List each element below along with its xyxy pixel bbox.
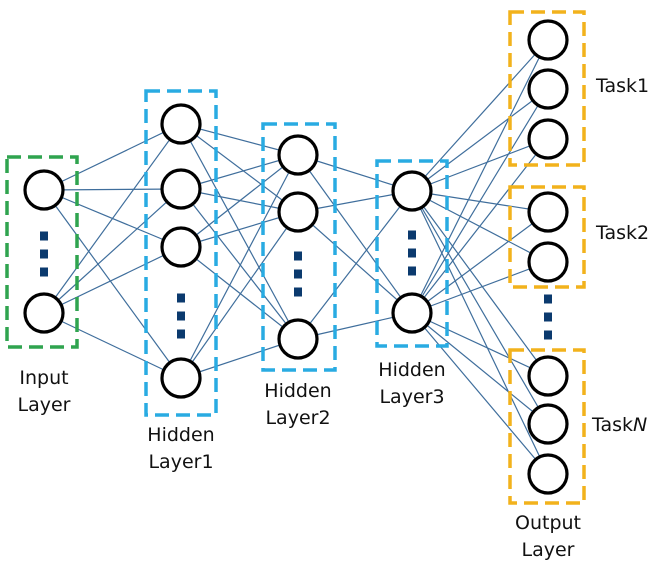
connection-input-1-to-hidden1-3	[43, 312, 182, 379]
hidden3-neuron-1	[391, 170, 433, 212]
output-layer-label-line1: Output	[515, 512, 581, 534]
task2-label-suffix: 2	[637, 222, 649, 244]
connection-hidden3-0-to-output-7	[411, 190, 549, 475]
output-neuron-8	[527, 453, 569, 495]
ellipsis-dot-1-3	[40, 267, 48, 277]
task1-label-prefix: Task	[595, 75, 637, 97]
ellipsis-dot-3-2	[294, 269, 302, 279]
ellipsis-dot-4-3	[408, 266, 416, 276]
connection-hidden2-2-to-hidden3-0	[297, 190, 413, 340]
ellipsis-dot-5-1	[544, 294, 552, 304]
connection-hidden1-3-to-hidden2-0	[180, 154, 299, 379]
connection-input-0-to-hidden1-3	[43, 189, 182, 379]
task2-label: Task2	[595, 222, 649, 244]
connection-hidden1-3-to-hidden2-1	[180, 211, 299, 379]
connection-hidden1-0-to-hidden2-1	[180, 123, 299, 213]
ellipsis-dot-2-2	[177, 311, 185, 321]
input-layer-box	[5, 155, 79, 349]
input-neuron-2	[23, 292, 65, 334]
connection-hidden3-1-to-output-5	[411, 312, 549, 377]
connection-hidden3-1-to-output-1	[411, 88, 549, 314]
taskN-label: TaskN	[591, 414, 647, 436]
connection-hidden3-0-to-output-6	[411, 190, 549, 425]
taskN-label-suffix: N	[633, 414, 647, 436]
connection-hidden3-1-to-output-7	[411, 312, 549, 475]
output-layer-label-line2: Layer	[522, 539, 575, 561]
connection-hidden2-1-to-hidden3-1	[297, 211, 413, 314]
connection-hidden3-0-to-output-2	[411, 138, 549, 192]
connection-hidden3-0-to-output-1	[411, 88, 549, 192]
output-neuron-2	[527, 68, 569, 110]
input-layer-label-line2: Layer	[18, 394, 71, 416]
connection-input-0-to-hidden1-1	[43, 188, 182, 191]
connection-hidden1-0-to-hidden2-2	[180, 123, 299, 340]
connection-hidden1-2-to-hidden2-2	[180, 246, 299, 340]
taskN-output-box	[508, 348, 586, 505]
connection-hidden3-1-to-output-0	[411, 39, 549, 314]
input-neuron-1	[23, 169, 65, 211]
hidden-layer3-label-line1: Hidden	[378, 359, 445, 381]
ellipsis-dots-group	[40, 230, 552, 340]
connection-hidden3-1-to-output-3	[411, 211, 549, 314]
ellipsis-dot-2-1	[177, 293, 185, 303]
hidden1-neuron-3	[160, 226, 202, 268]
task1-label: Task1	[595, 75, 649, 97]
ellipsis-dot-5-3	[544, 330, 552, 340]
task2-label-prefix: Task	[595, 222, 637, 244]
ellipsis-dot-5-2	[544, 312, 552, 322]
hidden-layer2-box	[261, 122, 337, 372]
hidden-layer3-label-line2: Layer3	[379, 386, 444, 408]
hidden-layer1-box	[144, 89, 218, 417]
output-neuron-1	[527, 19, 569, 61]
connection-hidden3-1-to-output-4	[411, 261, 549, 314]
hidden3-neuron-2	[391, 292, 433, 334]
task2-output-box	[508, 185, 586, 289]
connection-hidden2-0-to-hidden3-1	[297, 154, 413, 314]
output-neuron-3	[527, 118, 569, 160]
ellipsis-dot-1-2	[40, 249, 48, 259]
hidden-layer2-label-line2: Layer2	[265, 407, 330, 429]
connection-hidden1-2-to-hidden2-0	[180, 154, 299, 248]
output-neuron-4	[527, 191, 569, 233]
connection-hidden3-0-to-output-0	[411, 39, 549, 192]
hidden1-neuron-2	[160, 168, 202, 210]
hidden-layer3-box	[375, 159, 449, 348]
ellipsis-dot-1-1	[40, 231, 48, 241]
input-layer-label-line1: Input	[19, 367, 68, 389]
taskN-label-prefix: Task	[591, 414, 633, 436]
ellipsis-dot-4-1	[408, 230, 416, 240]
hidden-layer1-label-line1: Hidden	[147, 424, 214, 446]
output-neuron-5	[527, 241, 569, 283]
ellipsis-dot-4-2	[408, 248, 416, 258]
hidden2-neuron-2	[277, 191, 319, 233]
output-neuron-7	[527, 403, 569, 445]
task1-output-box	[508, 10, 586, 167]
hidden1-neuron-1	[160, 103, 202, 145]
connection-hidden3-1-to-output-6	[411, 312, 549, 425]
ellipsis-dot-3-1	[294, 251, 302, 261]
ellipsis-dot-2-3	[177, 329, 185, 339]
connection-hidden3-1-to-output-2	[411, 138, 549, 314]
hidden2-neuron-3	[277, 318, 319, 360]
connection-input-0-to-hidden1-0	[43, 123, 182, 191]
task1-label-suffix: 1	[637, 75, 649, 97]
hidden1-neuron-4	[160, 357, 202, 399]
hidden-layer2-label-line1: Hidden	[264, 380, 331, 402]
ellipsis-dot-3-3	[294, 287, 302, 297]
hidden2-neuron-1	[277, 134, 319, 176]
connection-hidden3-0-to-output-5	[411, 190, 549, 377]
connection-input-1-to-hidden1-0	[43, 123, 182, 314]
connection-input-1-to-hidden1-1	[43, 188, 182, 314]
connection-hidden1-1-to-hidden2-2	[180, 188, 299, 340]
connection-input-1-to-hidden1-2	[43, 246, 182, 314]
nodes-group	[23, 19, 569, 495]
output-neuron-6	[527, 355, 569, 397]
hidden-layer1-label-line2: Layer1	[148, 451, 213, 473]
